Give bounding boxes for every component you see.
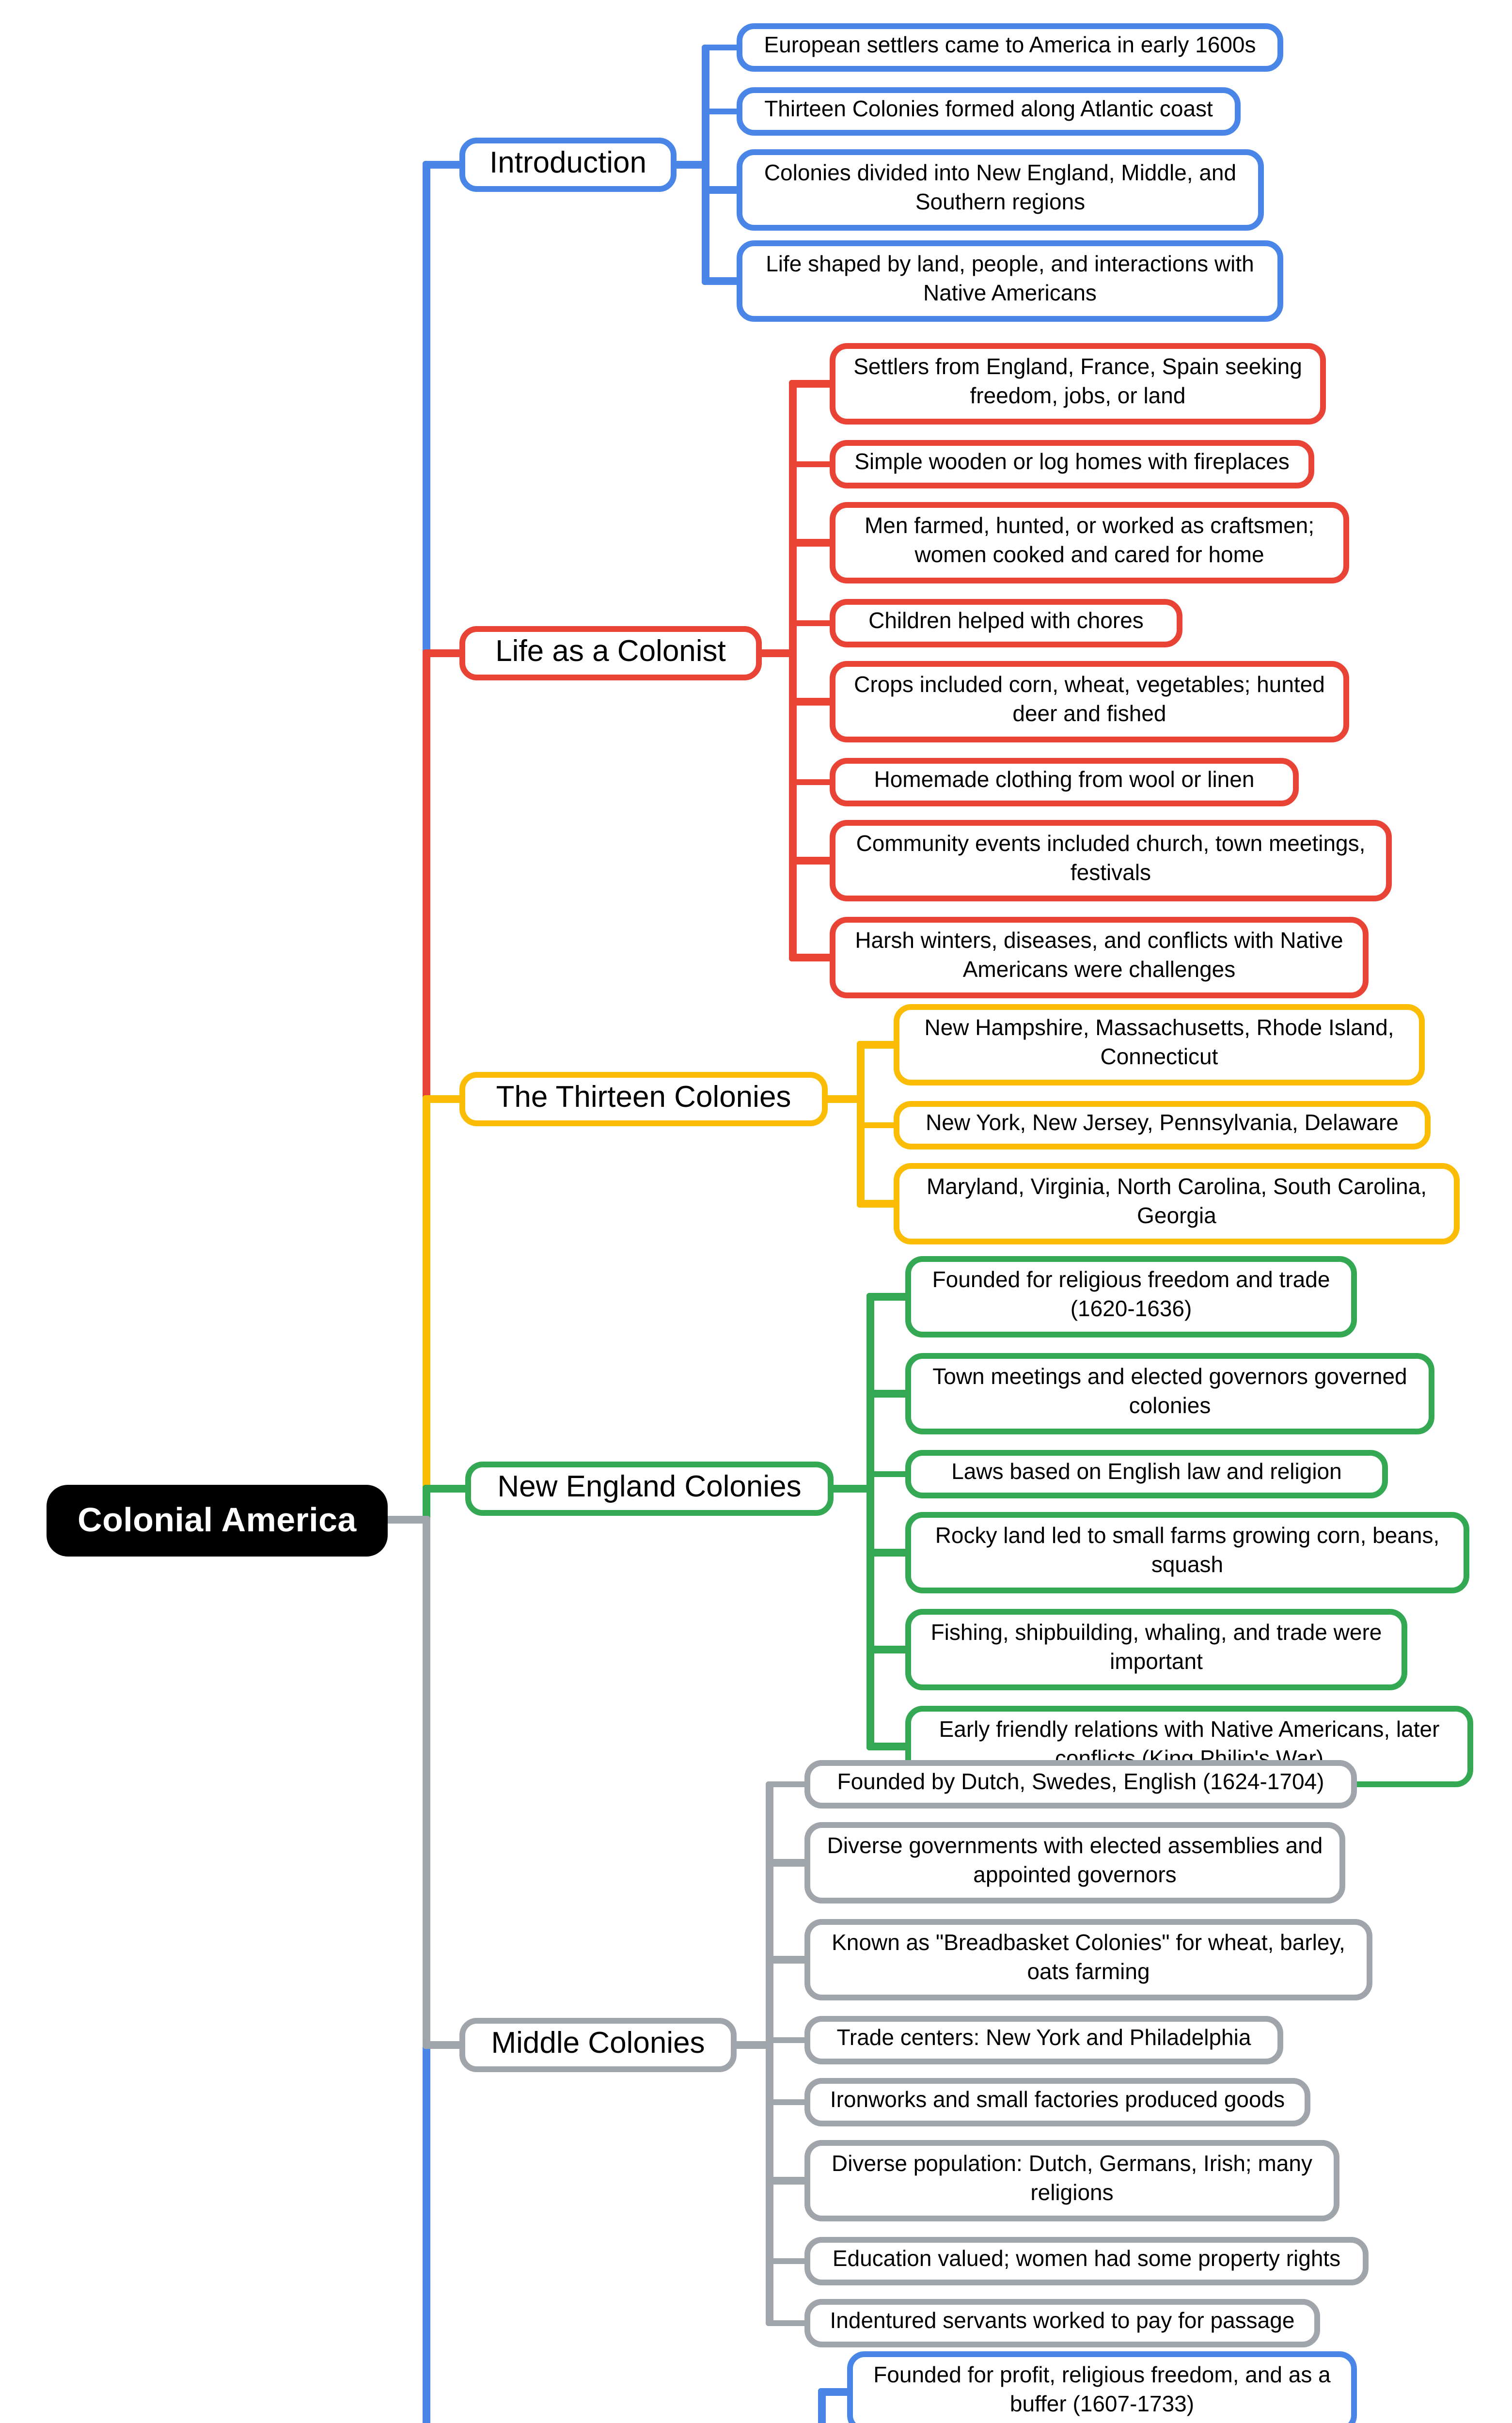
mindmap-node: Thirteen Colonies formed along Atlantic … bbox=[737, 87, 1241, 136]
connector-line bbox=[867, 1471, 913, 1478]
connector-line bbox=[766, 1781, 812, 1788]
mindmap-node: Maryland, Virginia, North Carolina, Sout… bbox=[894, 1163, 1460, 1244]
connector-line bbox=[867, 1549, 913, 1556]
branch-label-middle-colonies: Middle Colonies bbox=[459, 2018, 737, 2072]
connector-line bbox=[820, 1096, 865, 1102]
mindmap-node: Trade centers: New York and Philadelphia bbox=[804, 2016, 1283, 2064]
root-node: Colonial America bbox=[47, 1485, 388, 1557]
mindmap-node: Diverse governments with elected assembl… bbox=[804, 1822, 1345, 1904]
branch-elbow-line bbox=[789, 380, 796, 961]
connector-line bbox=[766, 1859, 812, 1866]
mindmap-node: Indentured servants worked to pay for pa… bbox=[804, 2299, 1320, 2347]
mindmap-node: Community events included church, town m… bbox=[830, 820, 1392, 901]
mindmap-node: New York, New Jersey, Pennsylvania, Dela… bbox=[894, 1101, 1431, 1149]
connector-line bbox=[789, 954, 837, 961]
connector-line bbox=[766, 2320, 812, 2327]
connector-line bbox=[766, 1956, 812, 1963]
mindmap-node: New Hampshire, Massachusetts, Rhode Isla… bbox=[894, 1004, 1425, 1086]
connector-line bbox=[867, 1743, 913, 1750]
branch-elbow-line bbox=[867, 1293, 874, 1750]
connector-line bbox=[857, 1041, 901, 1048]
connector-line bbox=[789, 620, 837, 627]
mindmap-node: Education valued; women had some propert… bbox=[804, 2237, 1369, 2285]
connector-line bbox=[867, 1293, 913, 1300]
mindmap-node: Children helped with chores bbox=[830, 599, 1182, 647]
connector-line bbox=[819, 2389, 855, 2395]
branch-label-introduction: Introduction bbox=[459, 138, 677, 192]
trunk-segment bbox=[423, 1516, 430, 2048]
root-connector bbox=[380, 1516, 430, 1523]
mindmap-node: Founded for religious freedom and trade … bbox=[905, 1256, 1357, 1337]
connector-line bbox=[423, 2042, 467, 2048]
connector-line bbox=[867, 1646, 913, 1653]
mindmap-node: Simple wooden or log homes with fireplac… bbox=[830, 440, 1314, 488]
mindmap-node: Harsh winters, diseases, and conflicts w… bbox=[830, 917, 1369, 998]
mindmap-node: Settlers from England, France, Spain see… bbox=[830, 343, 1326, 425]
branch-label-new-england-colonies: New England Colonies bbox=[465, 1462, 834, 1516]
mindmap-node: Men farmed, hunted, or worked as craftsm… bbox=[830, 502, 1349, 583]
mindmap-node: Fishing, shipbuilding, whaling, and trad… bbox=[905, 1609, 1407, 1690]
connector-line bbox=[423, 1485, 473, 1492]
connector-line bbox=[669, 161, 709, 168]
connector-line bbox=[789, 380, 837, 387]
connector-line bbox=[729, 2042, 773, 2048]
connector-line bbox=[789, 461, 837, 468]
mindmap-node: Life shaped by land, people, and interac… bbox=[737, 240, 1283, 322]
connector-line bbox=[423, 1096, 467, 1102]
mindmap-node: Crops included corn, wheat, vegetables; … bbox=[830, 661, 1349, 742]
branch-label-the-thirteen-colonies: The Thirteen Colonies bbox=[459, 1072, 828, 1126]
branch-label-life-as-a-colonist: Life as a Colonist bbox=[459, 626, 762, 680]
mindmap-node: Homemade clothing from wool or linen bbox=[830, 758, 1299, 806]
connector-line bbox=[766, 2099, 812, 2106]
mindmap-node: Diverse population: Dutch, Germans, Iris… bbox=[804, 2140, 1339, 2221]
mindmap-node: Town meetings and elected governors gove… bbox=[905, 1353, 1434, 1434]
mindmap-node: Colonies divided into New England, Middl… bbox=[737, 149, 1264, 231]
branch-elbow-line bbox=[819, 2389, 825, 2423]
connector-line bbox=[766, 2258, 812, 2265]
mindmap-node: European settlers came to America in ear… bbox=[737, 23, 1283, 72]
mindmap-node: Laws based on English law and religion bbox=[905, 1450, 1388, 1498]
trunk-segment bbox=[423, 2042, 430, 2423]
mindmap-node: Known as "Breadbasket Colonies" for whea… bbox=[804, 1919, 1372, 2000]
connector-line bbox=[423, 650, 467, 657]
connector-line bbox=[755, 650, 797, 657]
trunk-segment bbox=[423, 161, 430, 657]
trunk-segment bbox=[423, 650, 430, 1102]
mindmap-node: Founded by Dutch, Swedes, English (1624-… bbox=[804, 1760, 1357, 1809]
connector-line bbox=[702, 278, 744, 284]
connector-line bbox=[789, 779, 837, 786]
connector-line bbox=[766, 2037, 812, 2044]
trunk-segment bbox=[423, 1096, 430, 1492]
connector-line bbox=[789, 698, 837, 705]
mindmap-node: Founded for profit, religious freedom, a… bbox=[847, 2351, 1357, 2423]
connector-line bbox=[423, 161, 467, 168]
connector-line bbox=[789, 539, 837, 546]
connector-line bbox=[766, 2177, 812, 2184]
connector-line bbox=[702, 108, 744, 115]
connector-line bbox=[867, 1390, 913, 1397]
branch-elbow-line bbox=[766, 1781, 773, 2327]
trunk-segment bbox=[423, 1485, 430, 1523]
connector-line bbox=[857, 1200, 901, 1207]
mindmap-node: Ironworks and small factories produced g… bbox=[804, 2078, 1310, 2126]
mindmap-node: Rocky land led to small farms growing co… bbox=[905, 1512, 1469, 1593]
connector-line bbox=[826, 1485, 874, 1492]
connector-line bbox=[789, 857, 837, 864]
connector-line bbox=[857, 1122, 901, 1129]
connector-line bbox=[702, 187, 744, 193]
connector-line bbox=[702, 44, 744, 51]
